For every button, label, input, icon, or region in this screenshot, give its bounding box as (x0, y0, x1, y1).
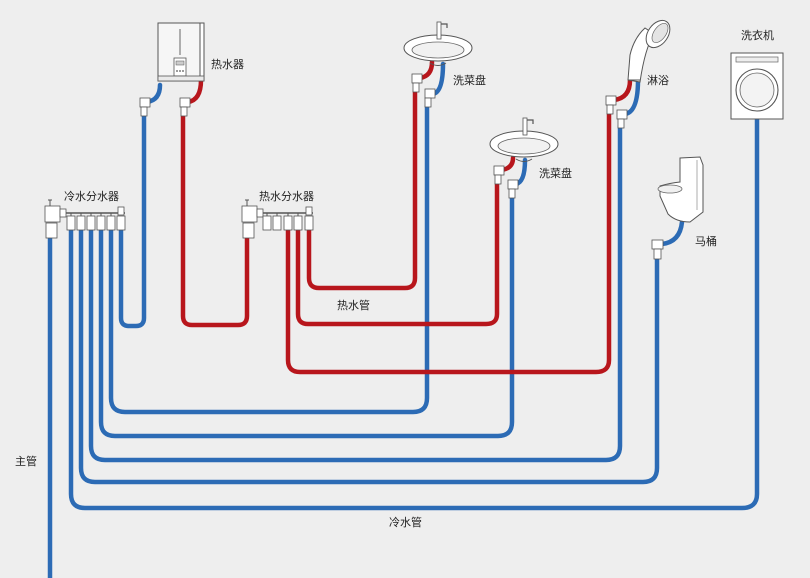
sink-2-label: 洗菜盘 (539, 167, 572, 180)
toilet-icon (657, 156, 704, 223)
cold-pipe-sink-2 (98, 193, 515, 439)
hot-manifold-label: 热水分水器 (259, 190, 314, 203)
washing-machine-icon (730, 52, 784, 120)
hot-pipe-sink-1 (306, 89, 418, 291)
cold-manifold-icon (44, 199, 126, 239)
sink-1-label: 洗菜盘 (453, 74, 486, 87)
water-heater-icon (157, 22, 205, 82)
hot-pipe-sink-2 (295, 181, 500, 327)
shower-icon (627, 19, 671, 83)
shower-label: 淋浴 (647, 74, 669, 87)
toilet-label: 马桶 (695, 235, 717, 248)
cold-pipe-sink-1 (108, 103, 430, 415)
hot-manifold-icon (241, 199, 314, 239)
cold-pipe-toilet (78, 227, 660, 485)
washing-machine-label: 洗衣机 (741, 29, 774, 42)
toilet-link (659, 219, 685, 247)
cold-pipe-label: 冷水管 (389, 516, 422, 529)
cold-pipe-washing-machine (68, 115, 760, 511)
shower-hot-link (611, 77, 633, 103)
main-pipe-label: 主管 (15, 455, 37, 468)
cold-pipe-heater-feed (118, 114, 147, 329)
hot-pipe-heater-to-manifold (180, 113, 250, 328)
sink-1-icon (403, 21, 473, 66)
fittings (139, 73, 664, 260)
cold-manifold-label: 冷水分水器 (64, 190, 119, 203)
hot-pipe-shower (285, 111, 612, 375)
sink-2-icon (489, 117, 559, 162)
water-heater-label: 热水器 (211, 58, 244, 71)
hot-pipe-label: 热水管 (337, 299, 370, 312)
cold-pipe-shower (88, 123, 623, 463)
